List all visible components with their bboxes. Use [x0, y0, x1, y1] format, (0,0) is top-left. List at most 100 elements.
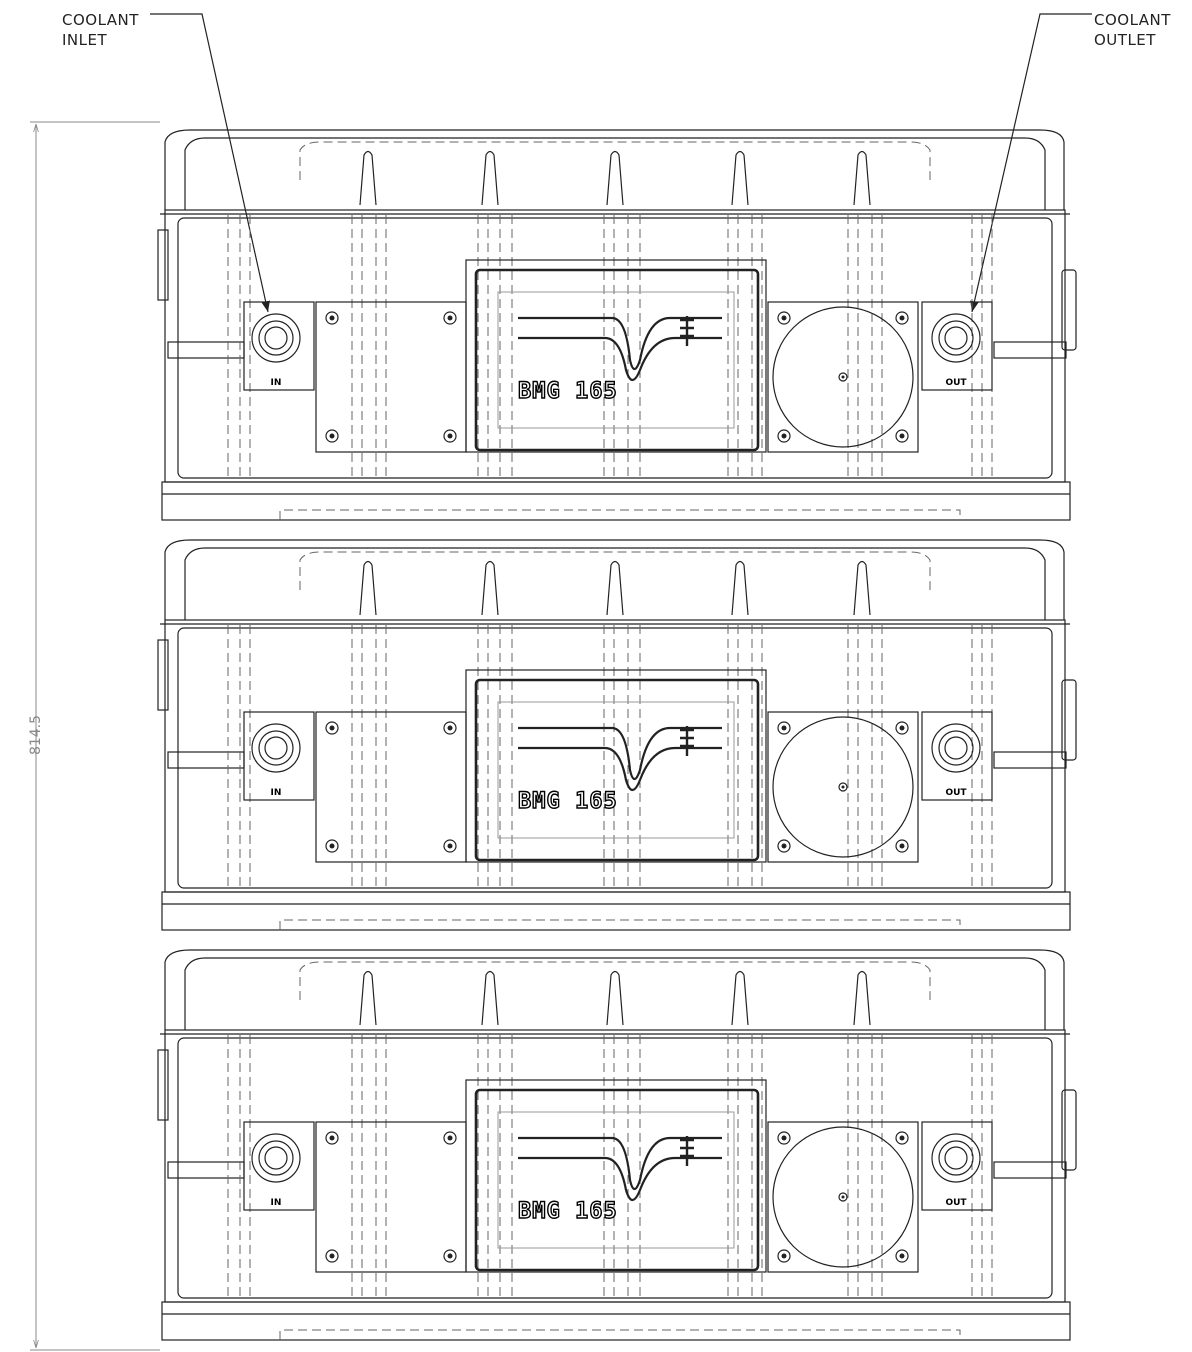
- screw-head: [329, 725, 335, 731]
- screw-outer: [895, 721, 909, 735]
- connector-plate: [315, 711, 467, 863]
- module-base-hidden: [279, 509, 961, 520]
- screw-outer: [895, 429, 909, 443]
- screw-outer: [777, 721, 791, 735]
- inlet-port-panel: [243, 711, 315, 801]
- right-handle: [1061, 1089, 1077, 1171]
- left-strap: [167, 1161, 245, 1179]
- label-panel: [474, 678, 760, 862]
- left-handle: [157, 229, 169, 301]
- label-panel-frame: [465, 669, 767, 863]
- screw-outer: [325, 721, 339, 735]
- screw-head: [329, 433, 335, 439]
- screw-head: [781, 1135, 787, 1141]
- module-lid-outline: [164, 539, 1065, 620]
- fan-hub-center: [841, 1195, 845, 1199]
- screw-outer: [895, 839, 909, 853]
- outlet-port-panel: [921, 1121, 993, 1211]
- module-lid-inner: [184, 957, 1046, 1030]
- left-strap: [167, 341, 245, 359]
- label-panel: [474, 1088, 760, 1272]
- inlet-port-ring-outer: [251, 313, 301, 363]
- coolant-outlet-leader: [970, 13, 1092, 313]
- screw-head: [899, 843, 905, 849]
- outlet-port-ring-inner: [944, 1146, 968, 1170]
- lid-rib: [481, 150, 499, 206]
- coolant-outlet-label-line1: COOLANT: [1094, 11, 1171, 29]
- screw-outer: [325, 1131, 339, 1145]
- screw-head: [899, 315, 905, 321]
- right-strap: [993, 1161, 1067, 1179]
- screw-head: [447, 725, 453, 731]
- coolant-inlet-callout: COOLANT INLET: [62, 10, 139, 50]
- model-label: BMG 165: [518, 1199, 618, 1224]
- fan-cover-plate: [767, 711, 919, 863]
- screw-outer: [443, 429, 457, 443]
- inlet-port-label: IN: [271, 378, 282, 388]
- screw-head: [447, 843, 453, 849]
- screw-head: [329, 315, 335, 321]
- inlet-port-ring-inner: [264, 326, 288, 350]
- lid-rib: [359, 970, 377, 1026]
- height-dimension: 814.5: [28, 121, 160, 1351]
- outlet-port-label: OUT: [945, 1198, 967, 1208]
- fan-cover-circle: [772, 306, 914, 448]
- screw-outer: [443, 1131, 457, 1145]
- label-panel-frame: [465, 259, 767, 453]
- fan-cover-circle: [772, 1126, 914, 1268]
- module-lid-hidden: [299, 961, 931, 1000]
- left-handle: [157, 639, 169, 711]
- outlet-port-label: OUT: [945, 788, 967, 798]
- fan-hub-center: [841, 375, 845, 379]
- outlet-port-ring-mid: [938, 730, 974, 766]
- coolant-outlet-callout: COOLANT OUTLET: [1094, 10, 1171, 50]
- fan-hub-center: [841, 785, 845, 789]
- height-dimension-value: 814.5: [28, 715, 44, 755]
- left-strap: [167, 751, 245, 769]
- lid-rib: [481, 560, 499, 616]
- screw-outer: [325, 429, 339, 443]
- screw-head: [781, 843, 787, 849]
- module-body-outline: [164, 1029, 1066, 1303]
- callout-leaders: [150, 13, 1092, 313]
- right-handle: [1061, 269, 1077, 351]
- module-lid-hidden: [299, 141, 931, 180]
- module-body-inner: [177, 1037, 1053, 1299]
- label-panel-frame: [465, 1079, 767, 1273]
- screw-outer: [777, 311, 791, 325]
- inlet-port-ring-inner: [264, 736, 288, 760]
- connector-plate: [315, 301, 467, 453]
- inlet-port-ring-outer: [251, 1133, 301, 1183]
- fan-hub: [838, 782, 848, 792]
- fan-hub: [838, 1192, 848, 1202]
- fan-cover-plate: [767, 301, 919, 453]
- inlet-port-ring-mid: [258, 1140, 294, 1176]
- lid-rib: [359, 150, 377, 206]
- logo-wave-bottom: [518, 336, 722, 382]
- outlet-port-ring-inner: [944, 736, 968, 760]
- module-lid-inner: [184, 547, 1046, 620]
- logo-break-symbol: [680, 1136, 694, 1166]
- screw-outer: [443, 721, 457, 735]
- lid-rib: [606, 560, 624, 616]
- inlet-port-ring-outer: [251, 723, 301, 773]
- outlet-port-label: OUT: [945, 378, 967, 388]
- screw-head: [899, 1253, 905, 1259]
- label-panel: [474, 268, 760, 452]
- outlet-port-ring-outer: [931, 313, 981, 363]
- module-base: [161, 481, 1071, 521]
- screw-head: [899, 725, 905, 731]
- module-base: [161, 891, 1071, 931]
- lid-rib: [853, 150, 871, 206]
- screw-head: [447, 433, 453, 439]
- logo-wave-top: [518, 316, 722, 371]
- logo-wave-bottom: [518, 1156, 722, 1202]
- inlet-port-ring-mid: [258, 730, 294, 766]
- inlet-port-ring-inner: [264, 1146, 288, 1170]
- screw-outer: [325, 1249, 339, 1263]
- fan-hub: [838, 372, 848, 382]
